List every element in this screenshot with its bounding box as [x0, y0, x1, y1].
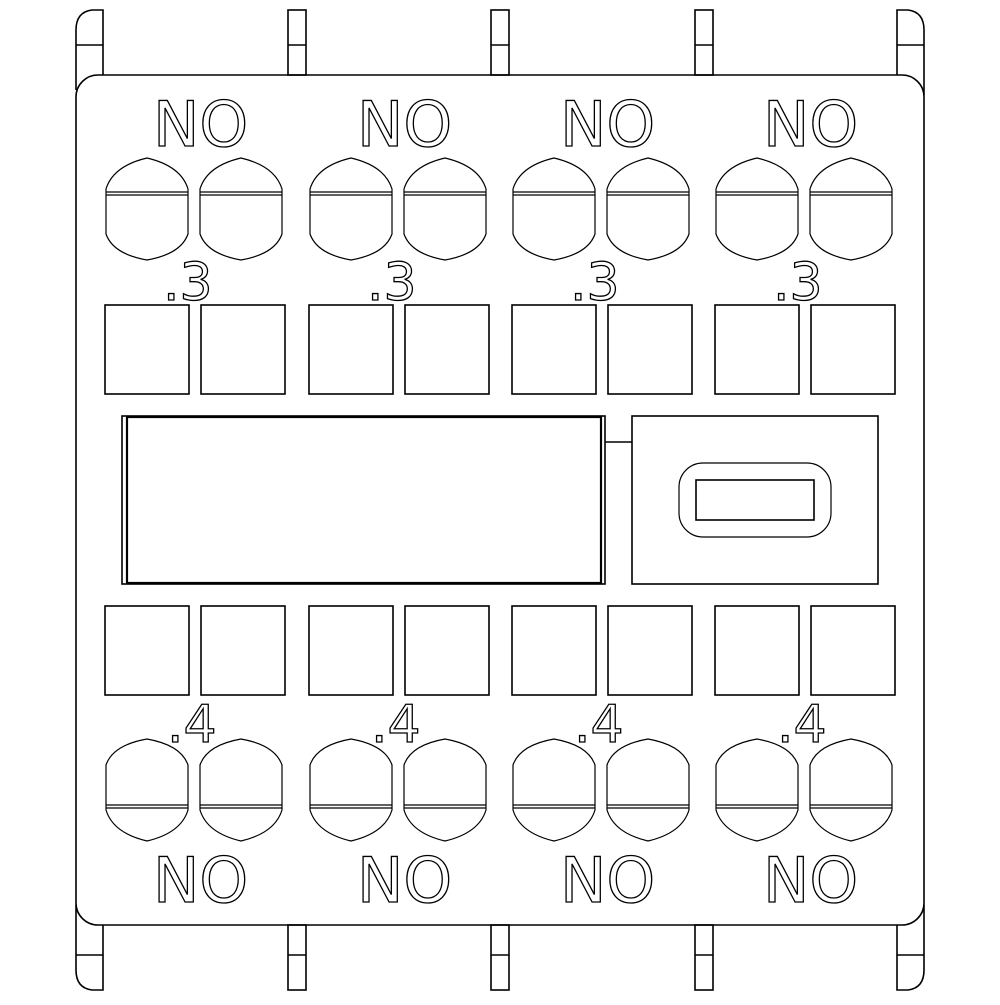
terminal-opening[interactable] [104, 605, 190, 696]
terminal-opening[interactable] [810, 605, 896, 696]
tab-bottom-inner [694, 924, 714, 991]
top-terminal-openings [104, 304, 896, 395]
tab-bottom-right [896, 905, 925, 991]
terminal-number-label: .4 [574, 695, 624, 755]
terminal-screw-icon[interactable] [403, 157, 487, 261]
tab-bottom-inner [490, 924, 510, 991]
top-mounting-tabs [75, 9, 925, 95]
terminal-opening[interactable] [200, 304, 286, 395]
terminal-opening[interactable] [308, 304, 394, 395]
terminal-opening[interactable] [810, 304, 896, 395]
contact-type-label: NO [763, 88, 858, 161]
indicator-window-frame [678, 462, 832, 538]
contact-type-label: NO [153, 844, 248, 917]
tab-bottom-inner [287, 924, 307, 991]
label-field-outer [121, 415, 606, 585]
bottom-terminal-numbers: .4 .4 .4 .4 [166, 694, 827, 755]
terminal-number-label: .3 [367, 253, 417, 313]
terminal-number-label: .3 [773, 253, 823, 313]
center-section [121, 415, 879, 585]
terminal-opening[interactable] [511, 605, 597, 696]
contact-type-label: NO [560, 88, 655, 161]
terminal-screw-icon[interactable] [809, 157, 893, 261]
device-body [75, 74, 925, 926]
tab-top-left [75, 9, 104, 90]
tab-top-inner [287, 9, 307, 76]
terminal-number-label: .3 [163, 253, 213, 313]
terminal-screw-icon[interactable] [199, 157, 283, 261]
contact-type-label: NO [357, 844, 452, 917]
terminal-opening[interactable] [200, 605, 286, 696]
terminal-screw-icon[interactable] [403, 738, 487, 842]
terminal-number-label: .4 [167, 695, 217, 755]
terminal-screw-icon[interactable] [309, 738, 393, 842]
terminal-opening[interactable] [404, 605, 490, 696]
terminal-opening[interactable] [607, 605, 693, 696]
terminal-number-label: .3 [570, 253, 620, 313]
bottom-terminal-screws [105, 738, 893, 842]
top-contact-labels: NO NO NO NO [152, 87, 858, 161]
terminal-screw-icon[interactable] [715, 157, 799, 261]
terminal-opening[interactable] [511, 304, 597, 395]
terminal-opening[interactable] [404, 304, 490, 395]
bottom-mounting-tabs [75, 905, 925, 991]
terminal-screw-icon[interactable] [309, 157, 393, 261]
tab-top-inner [490, 9, 510, 76]
top-terminal-screws [105, 157, 893, 261]
terminal-screw-icon[interactable] [512, 157, 596, 261]
contact-type-label: NO [763, 844, 858, 917]
terminal-number-label: .4 [371, 695, 421, 755]
contact-type-label: NO [357, 88, 452, 161]
tab-top-inner [694, 9, 714, 76]
terminal-screw-icon[interactable] [105, 738, 189, 842]
contact-type-label: NO [560, 844, 655, 917]
tab-bottom-left [75, 905, 104, 991]
terminal-screw-icon[interactable] [199, 738, 283, 842]
contact-type-label: NO [153, 88, 248, 161]
terminal-screw-icon[interactable] [512, 738, 596, 842]
terminal-screw-icon[interactable] [606, 157, 690, 261]
bottom-contact-labels: NO NO NO NO [152, 843, 858, 917]
terminal-screw-icon[interactable] [809, 738, 893, 842]
label-field[interactable] [125, 415, 603, 585]
terminal-opening[interactable] [607, 304, 693, 395]
top-terminal-numbers: .3 .3 .3 .3 [162, 252, 823, 313]
terminal-screw-icon[interactable] [105, 157, 189, 261]
terminal-screw-icon[interactable] [606, 738, 690, 842]
terminal-opening[interactable] [308, 605, 394, 696]
terminal-opening[interactable] [714, 304, 800, 395]
indicator-housing [631, 415, 879, 585]
terminal-number-label: .4 [777, 695, 827, 755]
indicator-window [695, 479, 815, 521]
tab-top-right [896, 9, 925, 95]
terminal-opening[interactable] [714, 605, 800, 696]
terminal-opening[interactable] [104, 304, 190, 395]
terminal-screw-icon[interactable] [715, 738, 799, 842]
bottom-terminal-openings [104, 605, 896, 696]
